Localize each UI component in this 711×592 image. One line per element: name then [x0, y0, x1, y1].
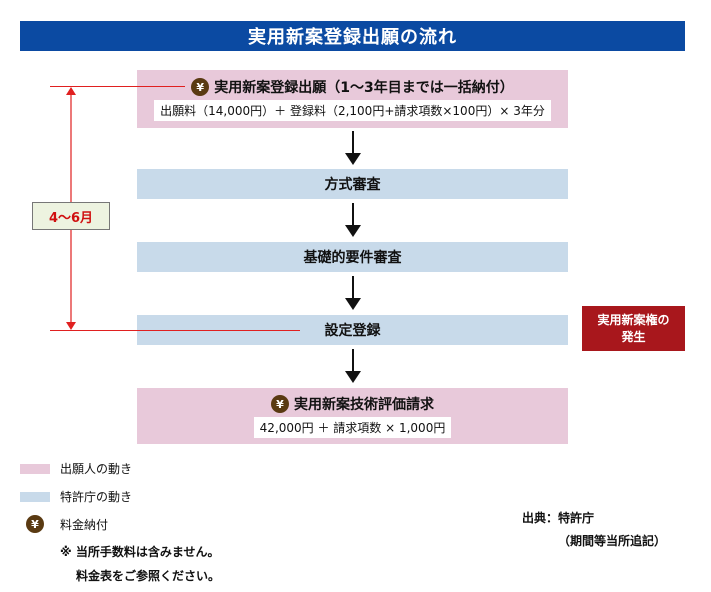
step-application-label: 実用新案登録出願（1〜3年目までは一括納付）: [214, 80, 514, 96]
legend-applicant-label: 出願人の動き: [60, 462, 133, 476]
right-note-line2: 発生: [621, 329, 646, 344]
legend-jpo-label: 特許庁の動き: [60, 490, 133, 504]
legend-applicant-swatch: [20, 464, 50, 474]
step-technical-evaluation: ¥ 実用新案技術評価請求 42,000円 ＋ 請求項数 × 1,000円: [137, 388, 568, 444]
step-technical-evaluation-detail: 42,000円 ＋ 請求項数 × 1,000円: [253, 417, 452, 438]
step-basic-requirements-exam: 基礎的要件審査: [137, 242, 568, 272]
note-line2: 料金表をご参照ください。: [76, 569, 221, 583]
yen-icon: ¥: [271, 395, 289, 413]
yen-icon: ¥: [191, 78, 210, 96]
step-formality-exam: 方式審査: [137, 169, 568, 199]
right-note-line1: 実用新案権の: [597, 312, 670, 327]
page-title: 実用新案登録出願の流れ: [20, 21, 685, 51]
step-formality-exam-label: 方式審査: [324, 177, 381, 193]
source-line2: （期間等当所追記）: [558, 534, 667, 548]
step-application: ¥ 実用新案登録出願（1〜3年目までは一括納付） 出願料（14,000円）＋ 登…: [137, 70, 568, 128]
down-arrow-icon: [345, 349, 361, 383]
down-arrow-icon: [345, 203, 361, 237]
step-basic-requirements-label: 基礎的要件審査: [303, 250, 402, 266]
down-arrow-icon: [345, 131, 361, 165]
timeline-bottom-line: [50, 330, 300, 331]
legend-yen-icon: ¥: [26, 515, 44, 533]
legend-jpo-swatch: [20, 492, 50, 502]
duration-label: 4〜6月: [32, 202, 110, 230]
source-line1: 出典：特許庁: [522, 511, 595, 525]
step-registration-label: 設定登録: [324, 323, 381, 339]
legend-fee-label: 料金納付: [60, 518, 109, 532]
right-note-utility-right-arises: 実用新案権の 発生: [582, 306, 685, 351]
step-application-detail: 出願料（14,000円）＋ 登録料（2,100円+請求項数×100円）× 3年分: [154, 100, 551, 121]
step-technical-evaluation-label: 実用新案技術評価請求: [294, 397, 434, 413]
down-arrow-icon: [345, 276, 361, 310]
note-line1: ※ 当所手数料は含みません。: [60, 545, 220, 559]
timeline-top-line: [50, 86, 185, 87]
